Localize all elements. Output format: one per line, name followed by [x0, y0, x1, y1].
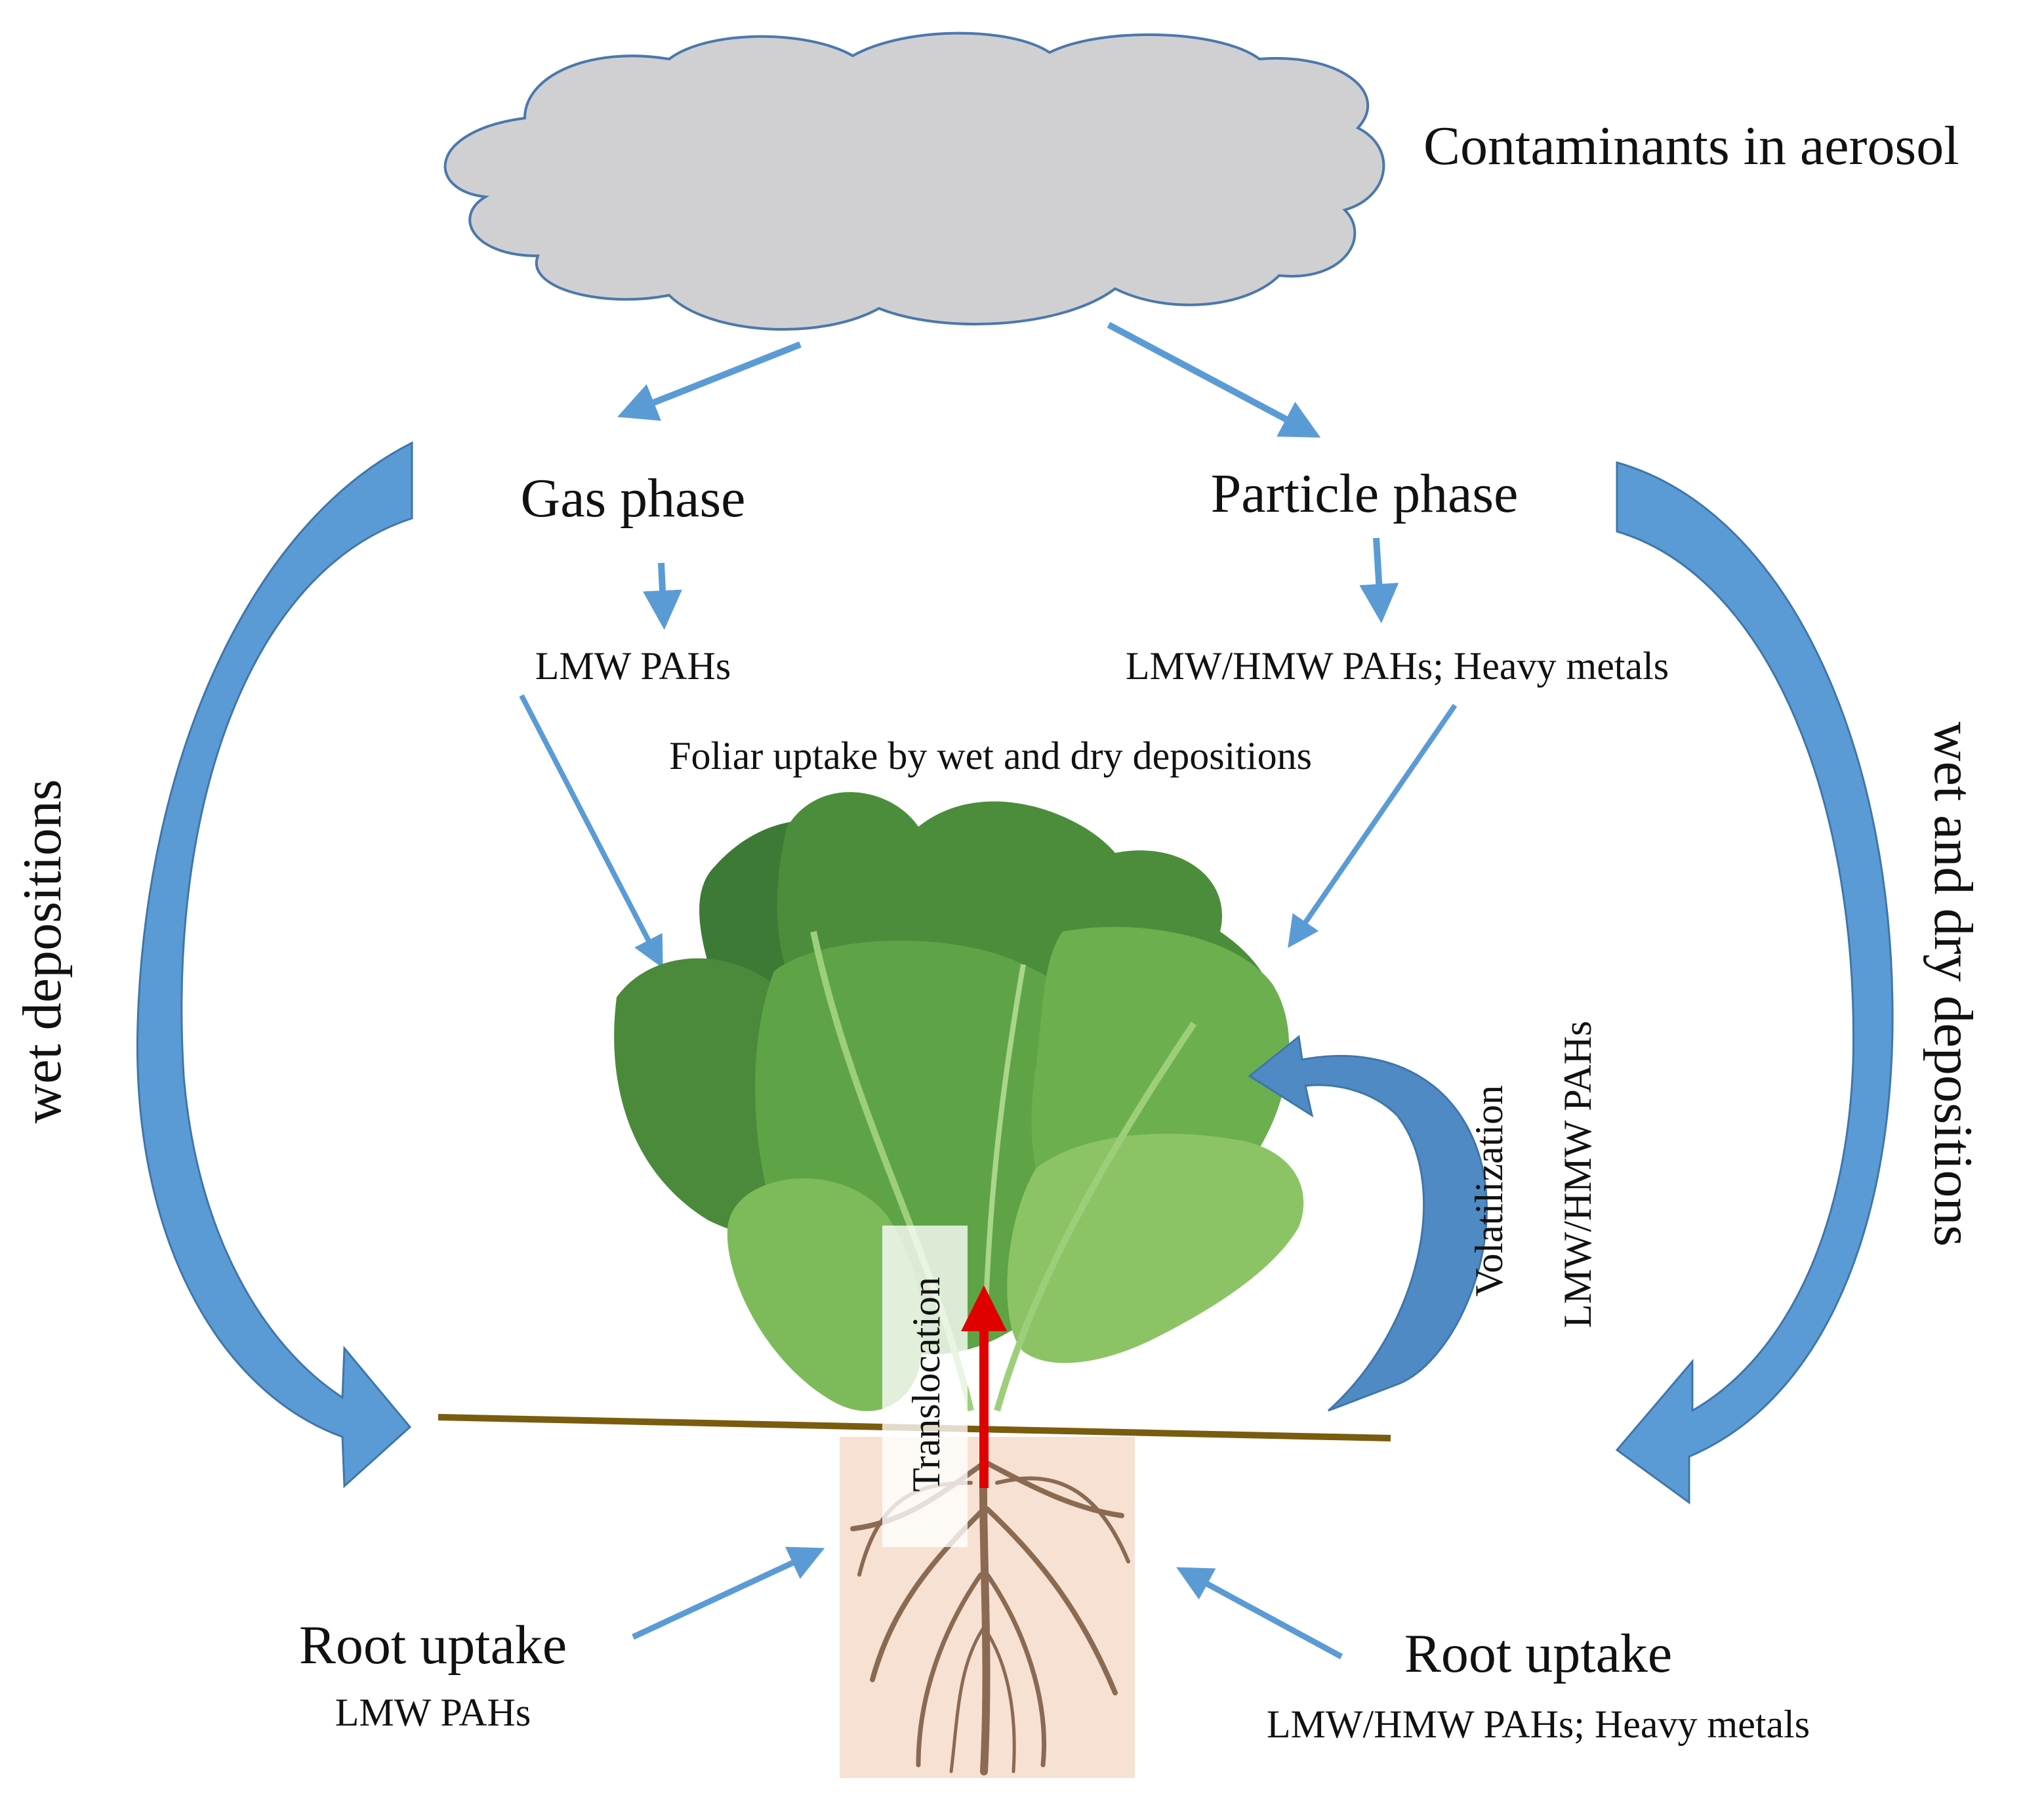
- root-uptake-left-species: LMW PAHs: [335, 1691, 531, 1734]
- root-uptake-left-label: Root uptake: [299, 1615, 567, 1676]
- gas-to-leaf-arrow: [519, 694, 663, 968]
- particle-species-label: LMW/HMW PAHs; Heavy metals: [1126, 644, 1669, 688]
- root-mid-2: [982, 1625, 1016, 1773]
- particle-phase-label: Particle phase: [1211, 463, 1519, 524]
- volatilization-curved-arrow: [1248, 1035, 1488, 1412]
- root-right-4: [995, 1476, 1130, 1563]
- root-mid-1: [949, 1625, 986, 1773]
- root-right-3: [985, 1572, 1047, 1768]
- particle-down-arrow: [1359, 537, 1399, 623]
- wet-depositions-label: wet depositions: [12, 779, 73, 1124]
- root-left-3: [916, 1572, 983, 1768]
- leaf-bottom-left: [727, 1178, 924, 1411]
- leaf-bottom-right: [1007, 1134, 1304, 1363]
- volatilization-label: Volatilization: [1467, 1085, 1511, 1296]
- root-right-1: [985, 1460, 1124, 1518]
- translocation-label-box: [882, 1226, 968, 1547]
- cloud-to-particle-arrow: [1107, 321, 1321, 438]
- foliar-uptake-label: Foliar uptake by wet and dry depositions: [669, 734, 1312, 777]
- gas-down-arrow: [642, 562, 682, 630]
- wet-dry-deposition-curved-arrow: [1615, 461, 1894, 1504]
- leaf-vein-right: [994, 1022, 1197, 1412]
- wet-dry-depositions-label: wet and dry depositions: [1923, 722, 1984, 1247]
- gas-species-label: LMW PAHs: [535, 644, 731, 688]
- root-uptake-left-arrow: [632, 1546, 825, 1640]
- cloud-shape: [443, 31, 1385, 331]
- wet-deposition-curved-arrow: [136, 441, 413, 1489]
- gas-phase-label: Gas phase: [521, 468, 746, 529]
- root-uptake-right-species: LMW/HMW PAHs; Heavy metals: [1267, 1703, 1810, 1746]
- root-uptake-right-label: Root uptake: [1404, 1623, 1672, 1684]
- translocation-label: Translocation: [905, 1277, 948, 1492]
- cloud-to-gas-arrow: [617, 341, 802, 421]
- aerosol-cloud: [443, 31, 1385, 331]
- root-uptake-right-arrow: [1176, 1567, 1343, 1659]
- root-right-2: [985, 1506, 1118, 1695]
- particle-to-leaf-arrow: [1288, 703, 1458, 948]
- volatilization-species-label: LMW/HMW PAHs: [1556, 1021, 1599, 1328]
- cloud-label: Contaminants in aerosol: [1423, 115, 1959, 176]
